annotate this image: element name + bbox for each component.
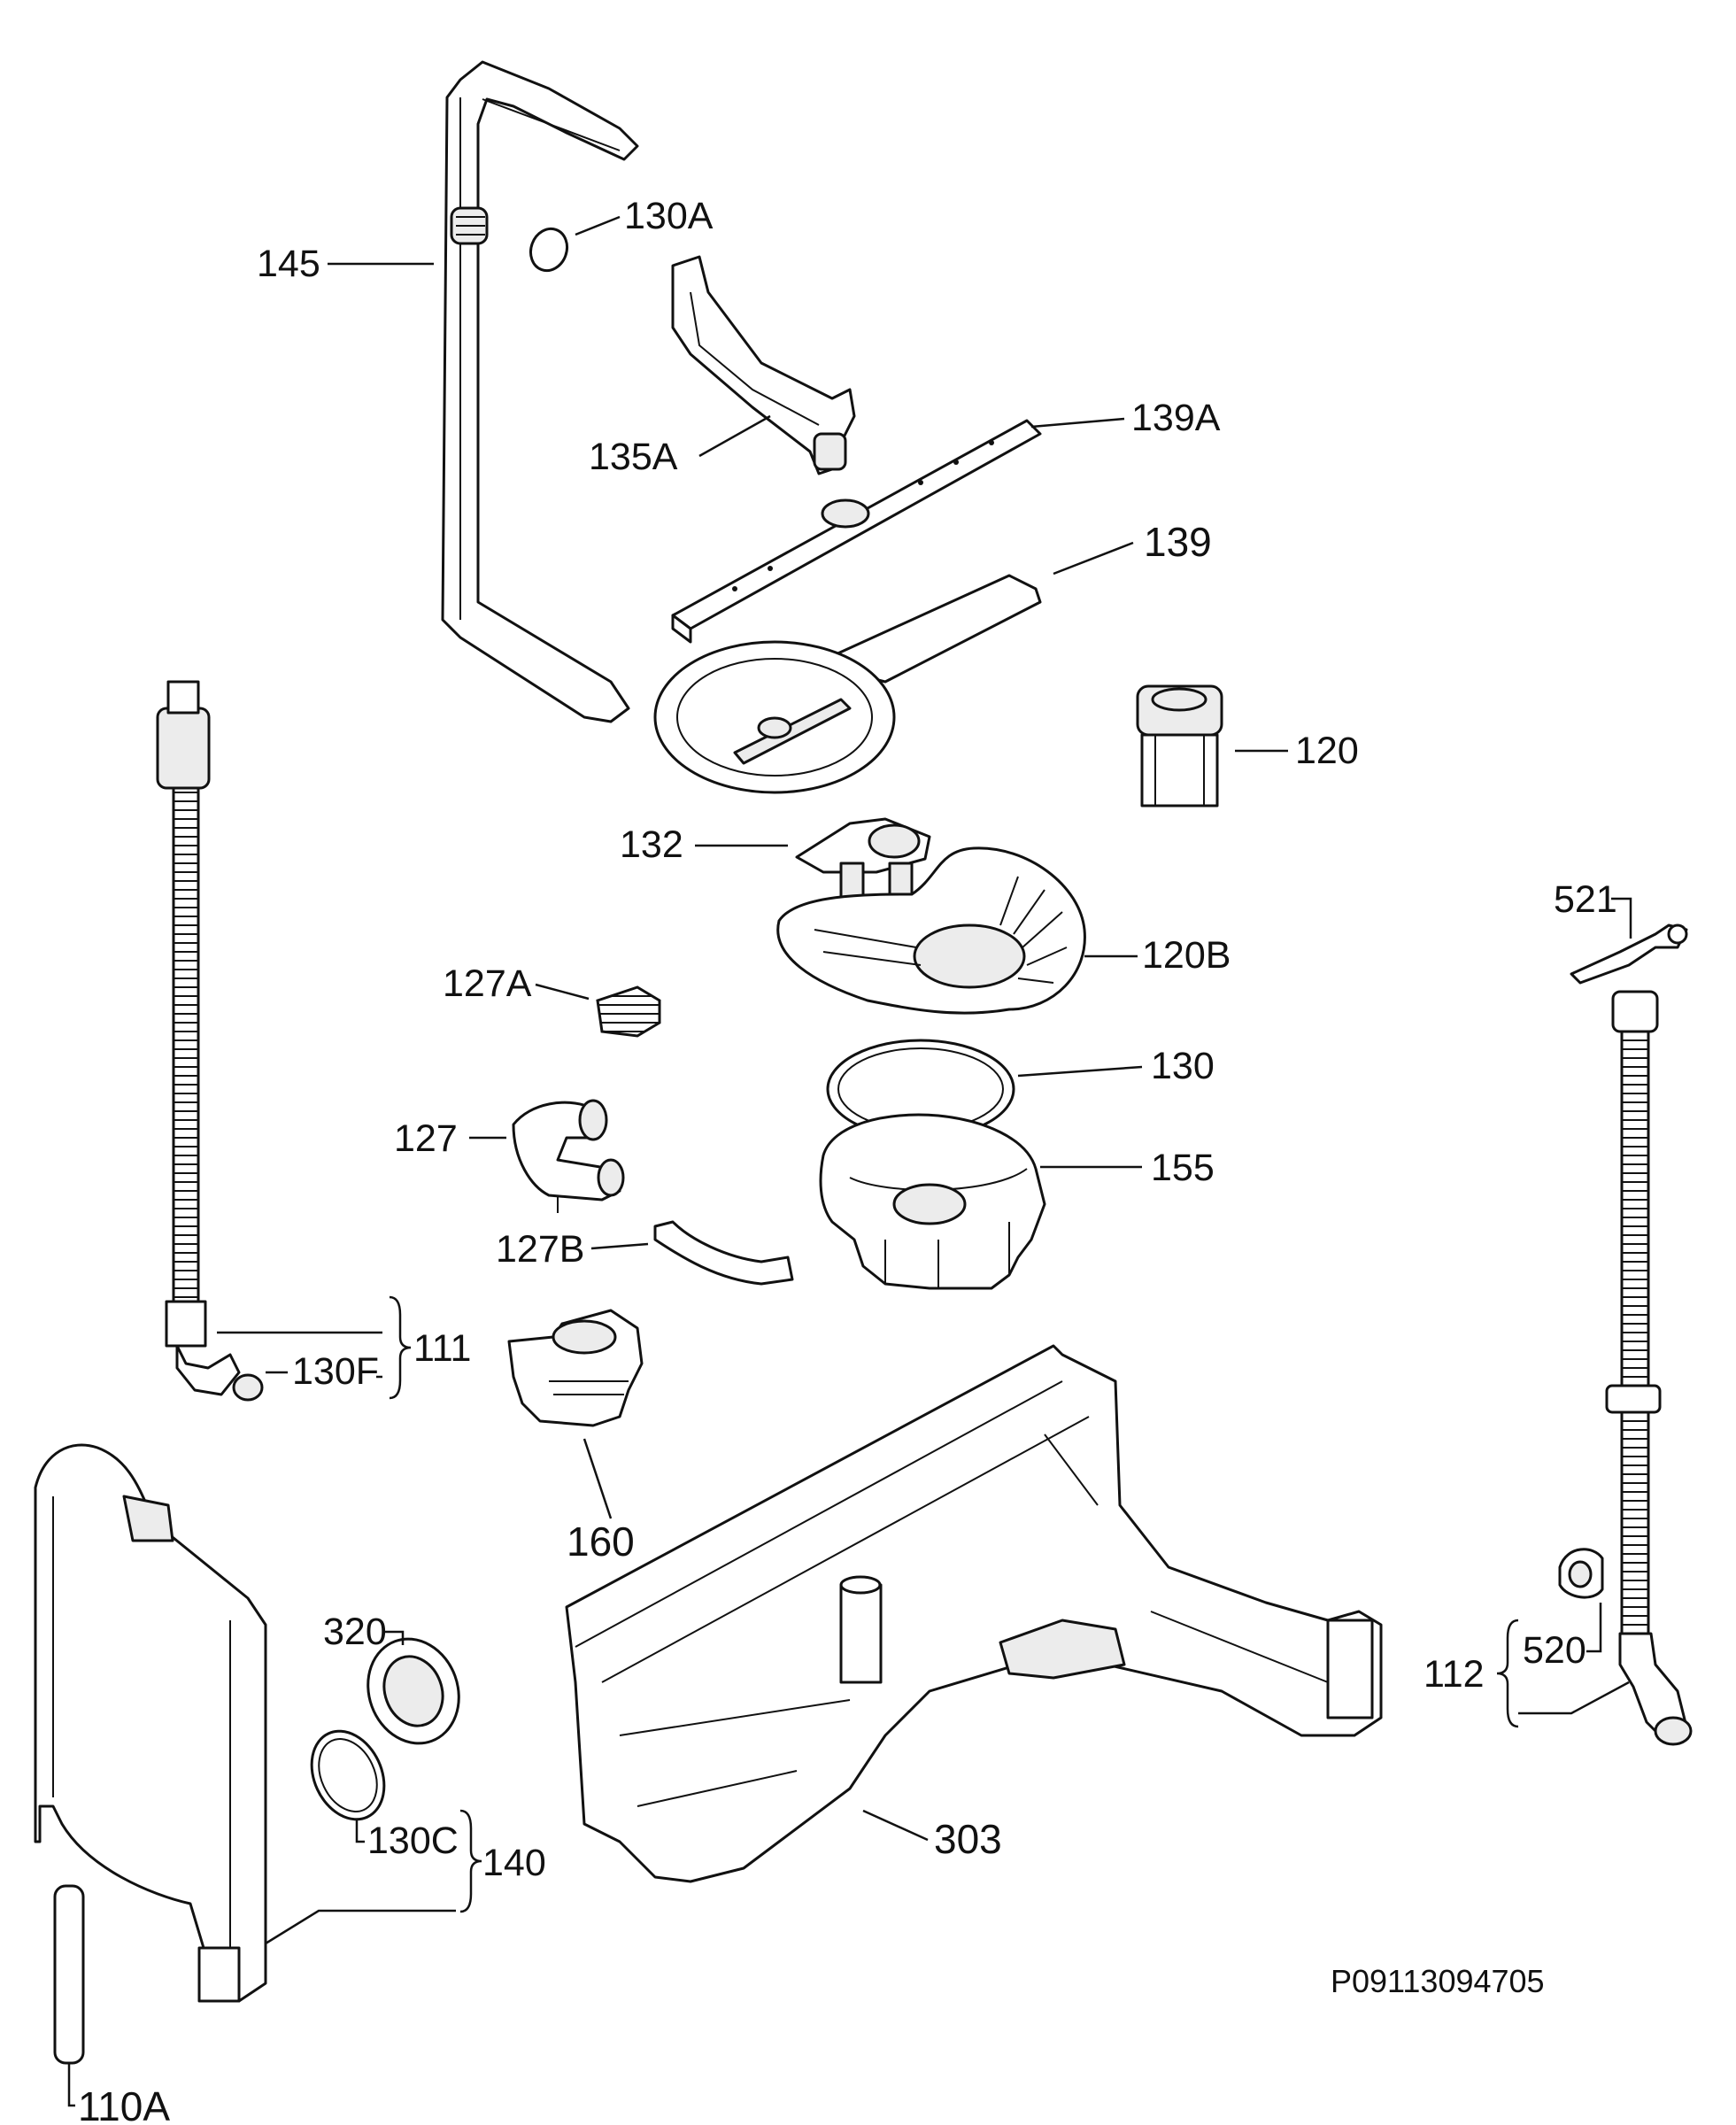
- part-303-base-tray: [565, 1344, 1383, 1883]
- part-139A-upper-spray-arm: [671, 419, 1042, 644]
- leader-130C: [355, 1820, 365, 1843]
- part-120-filter: [1136, 684, 1223, 808]
- part-120B-filter-plate: [776, 846, 1086, 1015]
- label-521: 521: [1554, 878, 1617, 921]
- label-127A: 127A: [443, 962, 532, 1005]
- label-139A: 139A: [1131, 397, 1221, 439]
- part-140-side-panel: [34, 1443, 267, 2003]
- leader-127B: [590, 1242, 649, 1250]
- label-303: 303: [934, 1816, 1002, 1862]
- label-132: 132: [620, 823, 683, 866]
- label-130A: 130A: [624, 195, 714, 237]
- label-320: 320: [323, 1611, 387, 1653]
- part-110A-rod: [53, 1884, 85, 2065]
- label-145: 145: [257, 243, 320, 285]
- part-111-inlet-hose: [156, 680, 264, 1402]
- diagram-code: P09113094705: [1331, 1963, 1545, 1999]
- part-139-lower-spray-arm: [653, 574, 1042, 794]
- label-130: 130: [1151, 1045, 1215, 1087]
- part-145-spray-pipe: [441, 60, 639, 723]
- label-111: 111: [413, 1327, 471, 1370]
- label-135A: 135A: [589, 436, 678, 478]
- leader-139A: [1030, 417, 1125, 429]
- leader-160: [583, 1438, 613, 1519]
- label-130C: 130C: [367, 1820, 459, 1862]
- bracket-140: [459, 1809, 482, 1913]
- label-140: 140: [482, 1842, 546, 1884]
- part-132-valve-bracket: [795, 817, 931, 900]
- leader-127A: [535, 983, 590, 1001]
- part-127A-coupling: [596, 985, 661, 1038]
- bracket-112: [1496, 1619, 1519, 1728]
- leader-130: [1017, 1065, 1143, 1078]
- label-110A: 110A: [78, 2083, 170, 2125]
- label-120: 120: [1295, 730, 1359, 772]
- part-155-sump: [819, 1113, 1046, 1290]
- leader-135A: [698, 414, 771, 458]
- part-320-seal: [366, 1637, 460, 1745]
- label-127: 127: [394, 1117, 458, 1160]
- leader-130A: [575, 215, 621, 236]
- part-130C-ring: [310, 1729, 386, 1821]
- part-127B-hose: [653, 1220, 794, 1286]
- label-155: 155: [1151, 1147, 1215, 1189]
- label-130F: 130F: [292, 1350, 379, 1393]
- leader-112: [1518, 1681, 1630, 1715]
- label-127B: 127B: [496, 1228, 584, 1271]
- leader-140: [265, 1909, 456, 1945]
- part-160-pump: [507, 1309, 644, 1427]
- label-120B: 120B: [1142, 934, 1231, 977]
- leader-139: [1053, 541, 1134, 576]
- label-112: 112: [1424, 1653, 1485, 1696]
- part-135A-arm-bracket: [671, 255, 856, 475]
- part-112-drain-hose: [1605, 990, 1693, 1746]
- leader-110A: [67, 2063, 75, 2107]
- label-520: 520: [1523, 1629, 1586, 1672]
- leader-520: [1586, 1603, 1602, 1653]
- bracket-111: [389, 1295, 412, 1400]
- part-521-clip: [1570, 923, 1688, 985]
- label-139: 139: [1144, 519, 1212, 565]
- leader-320: [385, 1630, 405, 1645]
- label-160: 160: [567, 1518, 635, 1565]
- part-127-elbow-hose: [512, 1099, 625, 1213]
- part-130A-o-ring: [529, 227, 569, 273]
- part-520-holder: [1558, 1548, 1604, 1599]
- leader-303: [862, 1809, 929, 1842]
- leader-521: [1611, 897, 1632, 939]
